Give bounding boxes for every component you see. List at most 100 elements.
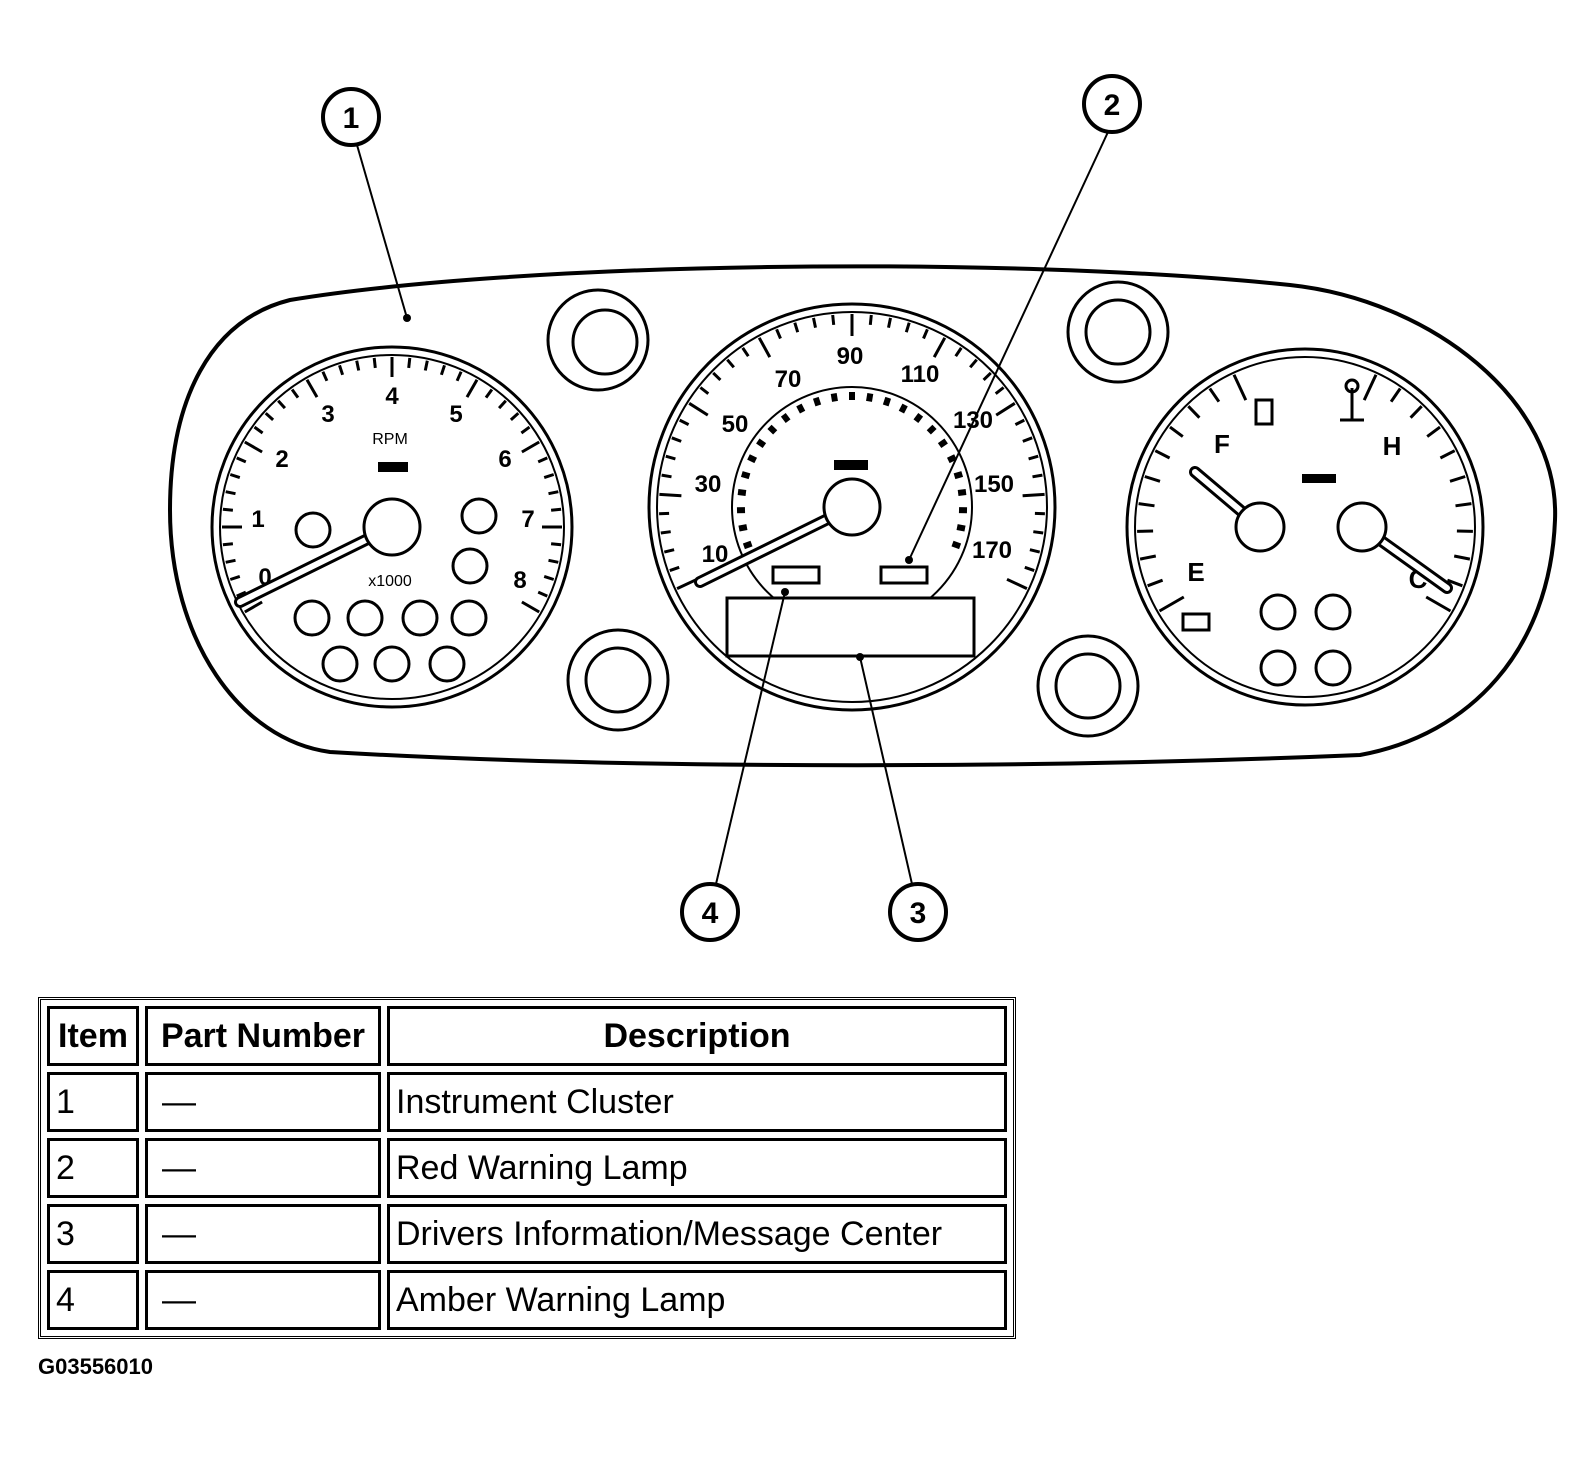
gauge-tick	[1453, 554, 1471, 561]
gauge-tick	[937, 438, 948, 449]
gauge-tick	[1032, 473, 1043, 479]
gauge-tick	[1139, 554, 1157, 561]
gauge-tick	[244, 600, 263, 614]
gauge-tick	[671, 436, 682, 443]
fuel-empty-label: E	[1187, 557, 1204, 587]
engine-icon	[451, 547, 489, 585]
gauge-tick	[669, 565, 680, 573]
svg-text:1: 1	[343, 102, 360, 135]
gauge-tick	[550, 507, 562, 512]
gauge-tick	[222, 507, 234, 512]
gauge-tick	[982, 371, 992, 381]
tach-label-5: 5	[449, 401, 462, 428]
gauge-tick	[659, 492, 682, 498]
gauge-tick	[742, 540, 753, 550]
gauge-tick	[1232, 374, 1248, 401]
gauge-tick	[225, 490, 236, 496]
cell-item: 1	[47, 1072, 139, 1132]
oil-pressure-icon	[450, 599, 488, 637]
gauge-tick	[994, 386, 1005, 395]
brake-icon	[321, 645, 359, 683]
tach-label-2: 2	[275, 446, 288, 473]
gauge-tick	[887, 317, 892, 328]
cell-part: —	[145, 1204, 381, 1264]
gauge-tick	[738, 524, 748, 532]
gauge-tick	[812, 317, 817, 328]
table-row: 3 — Drivers Information/Message Center	[47, 1204, 1007, 1264]
gauge-tick	[663, 548, 675, 554]
gauge-tick	[521, 600, 540, 614]
gauge-tick	[439, 364, 446, 376]
fuel-hub	[1234, 501, 1286, 553]
callout-2: 2	[1082, 74, 1142, 134]
gauge-tick	[338, 364, 345, 376]
gauge-tick	[688, 402, 709, 417]
gauge-tick	[1024, 565, 1035, 573]
gauge-tick	[264, 412, 275, 422]
speedo-hub	[822, 477, 882, 537]
gauge-tick	[1014, 418, 1025, 426]
callout-3: 3	[888, 882, 948, 942]
cell-item: 2	[47, 1138, 139, 1198]
cell-description: Red Warning Lamp	[387, 1138, 1007, 1198]
gauge-tick	[277, 399, 287, 410]
temp-hot-label: H	[1383, 431, 1402, 461]
seatbelt-icon	[346, 599, 384, 637]
low-fuel-lamp	[1181, 612, 1211, 632]
gauge-tick	[812, 396, 822, 407]
instrument-cluster-diagram: 0 1 2 3 4 5 6 7 8 RPM x1000	[167, 74, 1558, 942]
gauge-tick	[830, 393, 838, 402]
bezel-screws	[546, 280, 1170, 738]
airbag-icon	[293, 599, 331, 637]
cluster-housing	[167, 264, 1558, 768]
gauge-tick	[660, 530, 671, 535]
gauge-tick	[775, 328, 782, 340]
gauge-tick	[1389, 387, 1402, 403]
leader-line-ends	[403, 314, 913, 661]
coolant-icon	[373, 645, 411, 683]
gauge-tick	[740, 471, 751, 480]
gauge-tick	[1138, 502, 1155, 508]
callout-4: 4	[680, 882, 740, 942]
gauge-tick	[898, 403, 908, 414]
gauge-tick	[225, 558, 236, 564]
gauge-tick	[1446, 578, 1463, 588]
message-center-display	[725, 596, 976, 658]
door-ajar-icon	[401, 599, 439, 637]
fuel-full-label: F	[1214, 429, 1230, 459]
tach-label-4: 4	[385, 383, 399, 410]
gauge-tick	[305, 379, 319, 398]
gauge-tick	[1154, 449, 1171, 460]
four-wheel-drive-icon	[1259, 649, 1297, 687]
fuel-pump-icon	[1254, 398, 1274, 426]
speed-label-50: 50	[722, 411, 749, 438]
gauge-tick	[455, 371, 463, 382]
tach-label-6: 6	[498, 446, 511, 473]
gauge-tick	[956, 524, 966, 532]
callout-1: 1	[321, 87, 381, 147]
gauge-tick	[679, 418, 690, 426]
gauge-tick	[537, 456, 548, 464]
gauge-tick	[355, 360, 361, 371]
gauge-tick	[954, 347, 963, 358]
header-description: Description	[387, 1006, 1007, 1066]
gauge-tick	[957, 489, 967, 496]
tach-hub	[362, 497, 422, 557]
gauge-tick	[1426, 425, 1441, 438]
gauge-tick	[222, 542, 234, 547]
gauge-tick	[796, 403, 806, 414]
header-item: Item	[47, 1006, 139, 1066]
gauge-tick	[741, 347, 750, 358]
cell-part: —	[145, 1138, 381, 1198]
figure-id: G03556010	[38, 1354, 153, 1379]
speedometer-gauge: 10 30 50 70 90 110 130 150 170	[647, 302, 1057, 712]
speed-label-10: 10	[702, 541, 729, 568]
gauge-tick	[407, 357, 412, 369]
tachometer-gauge: 0 1 2 3 4 5 6 7 8 RPM x1000	[210, 345, 574, 709]
svg-text:4: 4	[702, 897, 719, 930]
gauge-tick	[868, 314, 873, 326]
speed-label-90: 90	[837, 343, 864, 370]
gauge-tick	[537, 590, 548, 598]
tach-label-8: 8	[513, 567, 526, 594]
cell-description: Amber Warning Lamp	[387, 1270, 1007, 1330]
